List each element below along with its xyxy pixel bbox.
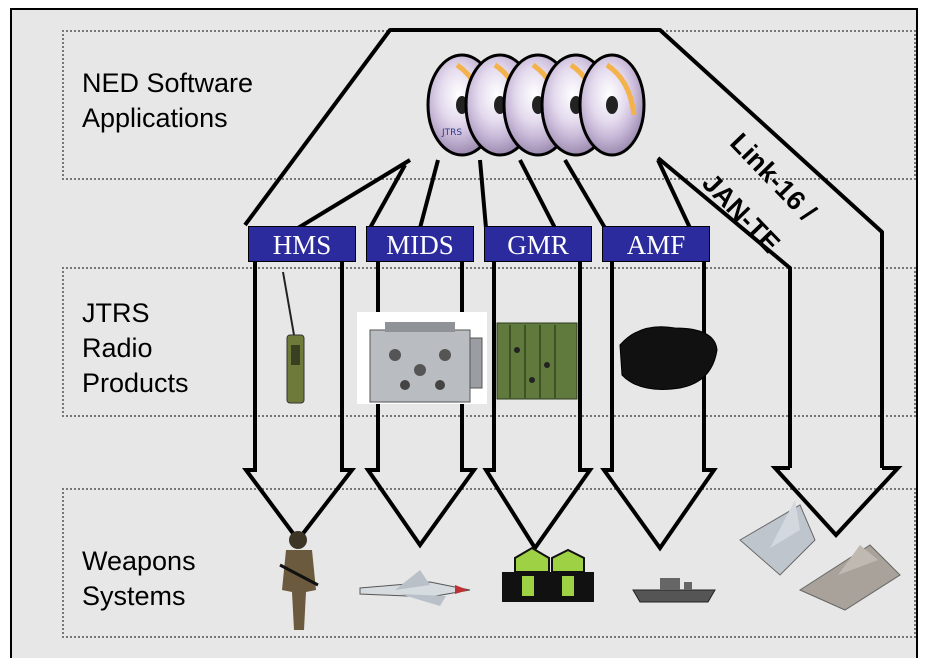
ship-image <box>632 578 716 603</box>
f22-jets-image <box>739 500 901 611</box>
gmr-channel-arrow <box>482 262 594 552</box>
disc-to-mids-line-a <box>368 164 407 229</box>
soldier-image <box>279 531 319 630</box>
disc-to-gmr-line-a <box>478 159 488 229</box>
fighter-jet-image <box>359 570 471 606</box>
outer-arrow-left <box>243 28 440 227</box>
ground-vehicle-image <box>502 546 594 602</box>
disc-to-amf-line-a <box>563 158 607 230</box>
tag-amf: AMF <box>602 226 710 262</box>
disc-stack: JTRS <box>426 53 646 157</box>
amf-channel-arrow <box>600 262 718 552</box>
channel-arrows <box>242 262 903 552</box>
inner-arrow-right <box>656 156 792 468</box>
tag-gmr: GMR <box>484 226 592 262</box>
weapons-band <box>62 488 916 638</box>
disc-to-gmr-line-b <box>518 159 557 229</box>
disc-5 <box>578 53 646 157</box>
mids-terminal-image <box>357 312 487 404</box>
disc-to-mids-line-b <box>418 159 440 229</box>
disc-to-amf-line-b <box>656 159 692 229</box>
gmr-radio-image <box>496 322 578 400</box>
radio-band <box>62 267 916 417</box>
disc-to-hms-line <box>296 158 412 230</box>
mids-channel-arrow <box>364 262 478 549</box>
software-band-label: NED Software Applications <box>82 68 254 133</box>
weapons-band-label: Weapons Systems <box>82 546 196 611</box>
outer-arrow-right <box>440 28 884 468</box>
handheld-radio-image <box>282 271 305 404</box>
disc-logo-text: JTRS <box>441 128 462 138</box>
outer-arrows <box>243 28 884 468</box>
tag-mids: MIDS <box>366 226 474 262</box>
amf-radio-image <box>619 326 718 390</box>
radio-band-label: JTRS Radio Products <box>82 298 189 398</box>
tag-hms: HMS <box>248 226 356 262</box>
link16-arrow-head <box>770 466 903 538</box>
disc-link-lines <box>296 158 692 230</box>
